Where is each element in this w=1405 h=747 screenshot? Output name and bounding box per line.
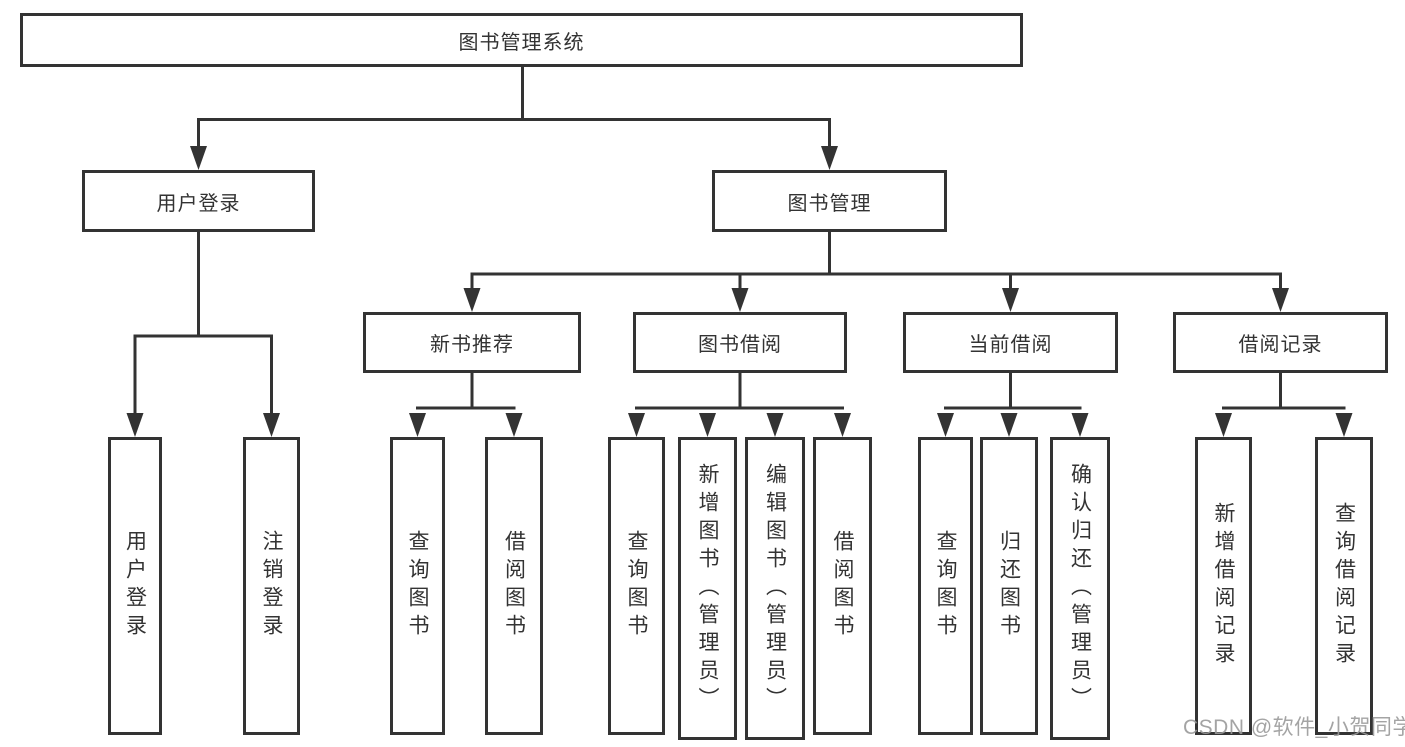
- node-borrowing-records: 借阅记录: [1173, 312, 1388, 373]
- leaf-query-borrow-record: 查询借阅记录: [1315, 437, 1373, 735]
- leaf-add-books-admin: 新增图书（管理员）: [678, 437, 737, 740]
- node-label: 用户登录: [123, 530, 147, 642]
- leaf-borrow-books: 借阅图书: [813, 437, 872, 735]
- node-user-login: 用户登录: [82, 170, 315, 232]
- node-label: 注销登录: [260, 530, 283, 642]
- node-label: 借阅图书: [831, 530, 854, 642]
- node-label: 确认归还（管理员）: [1068, 462, 1092, 715]
- node-label: 借阅图书: [502, 530, 526, 642]
- leaf-confirm-return-admin: 确认归还（管理员）: [1050, 437, 1110, 740]
- leaf-logout: 注销登录: [243, 437, 300, 735]
- node-label: 图书管理系统: [458, 31, 585, 54]
- leaf-user-login: 用户登录: [108, 437, 162, 735]
- node-label: 新增图书（管理员）: [696, 462, 719, 715]
- leaf-rec-borrow-books: 借阅图书: [485, 437, 543, 735]
- node-current-borrowing: 当前借阅: [903, 312, 1118, 373]
- node-library-management-system: 图书管理系统: [20, 13, 1023, 67]
- node-label: 查询图书: [625, 530, 648, 642]
- node-book-management: 图书管理: [712, 170, 947, 232]
- node-new-book-recommendation: 新书推荐: [363, 312, 581, 373]
- leaf-borrow-query-books: 查询图书: [608, 437, 665, 735]
- node-label: 新增借阅记录: [1212, 502, 1235, 670]
- node-label: 用户登录: [156, 192, 241, 215]
- node-book-borrowing: 图书借阅: [633, 312, 847, 373]
- node-label: 图书借阅: [698, 334, 782, 356]
- node-label: 归还图书: [997, 530, 1021, 642]
- leaf-add-borrow-record: 新增借阅记录: [1195, 437, 1252, 735]
- node-label: 图书管理: [787, 192, 872, 215]
- node-label: 当前借阅: [968, 334, 1053, 356]
- leaf-rec-query-books: 查询图书: [390, 437, 445, 735]
- node-label: 借阅记录: [1238, 334, 1323, 356]
- node-label: 查询图书: [406, 530, 429, 642]
- leaf-current-query-books: 查询图书: [918, 437, 973, 735]
- csdn-watermark: CSDN @软件_小贺同学: [1183, 716, 1405, 739]
- node-label: 查询借阅记录: [1332, 502, 1356, 670]
- node-label: 新书推荐: [430, 334, 514, 356]
- node-label: 查询图书: [934, 530, 957, 642]
- leaf-edit-books-admin: 编辑图书（管理员）: [745, 437, 805, 740]
- leaf-return-books: 归还图书: [980, 437, 1038, 735]
- node-label: 编辑图书（管理员）: [763, 462, 787, 715]
